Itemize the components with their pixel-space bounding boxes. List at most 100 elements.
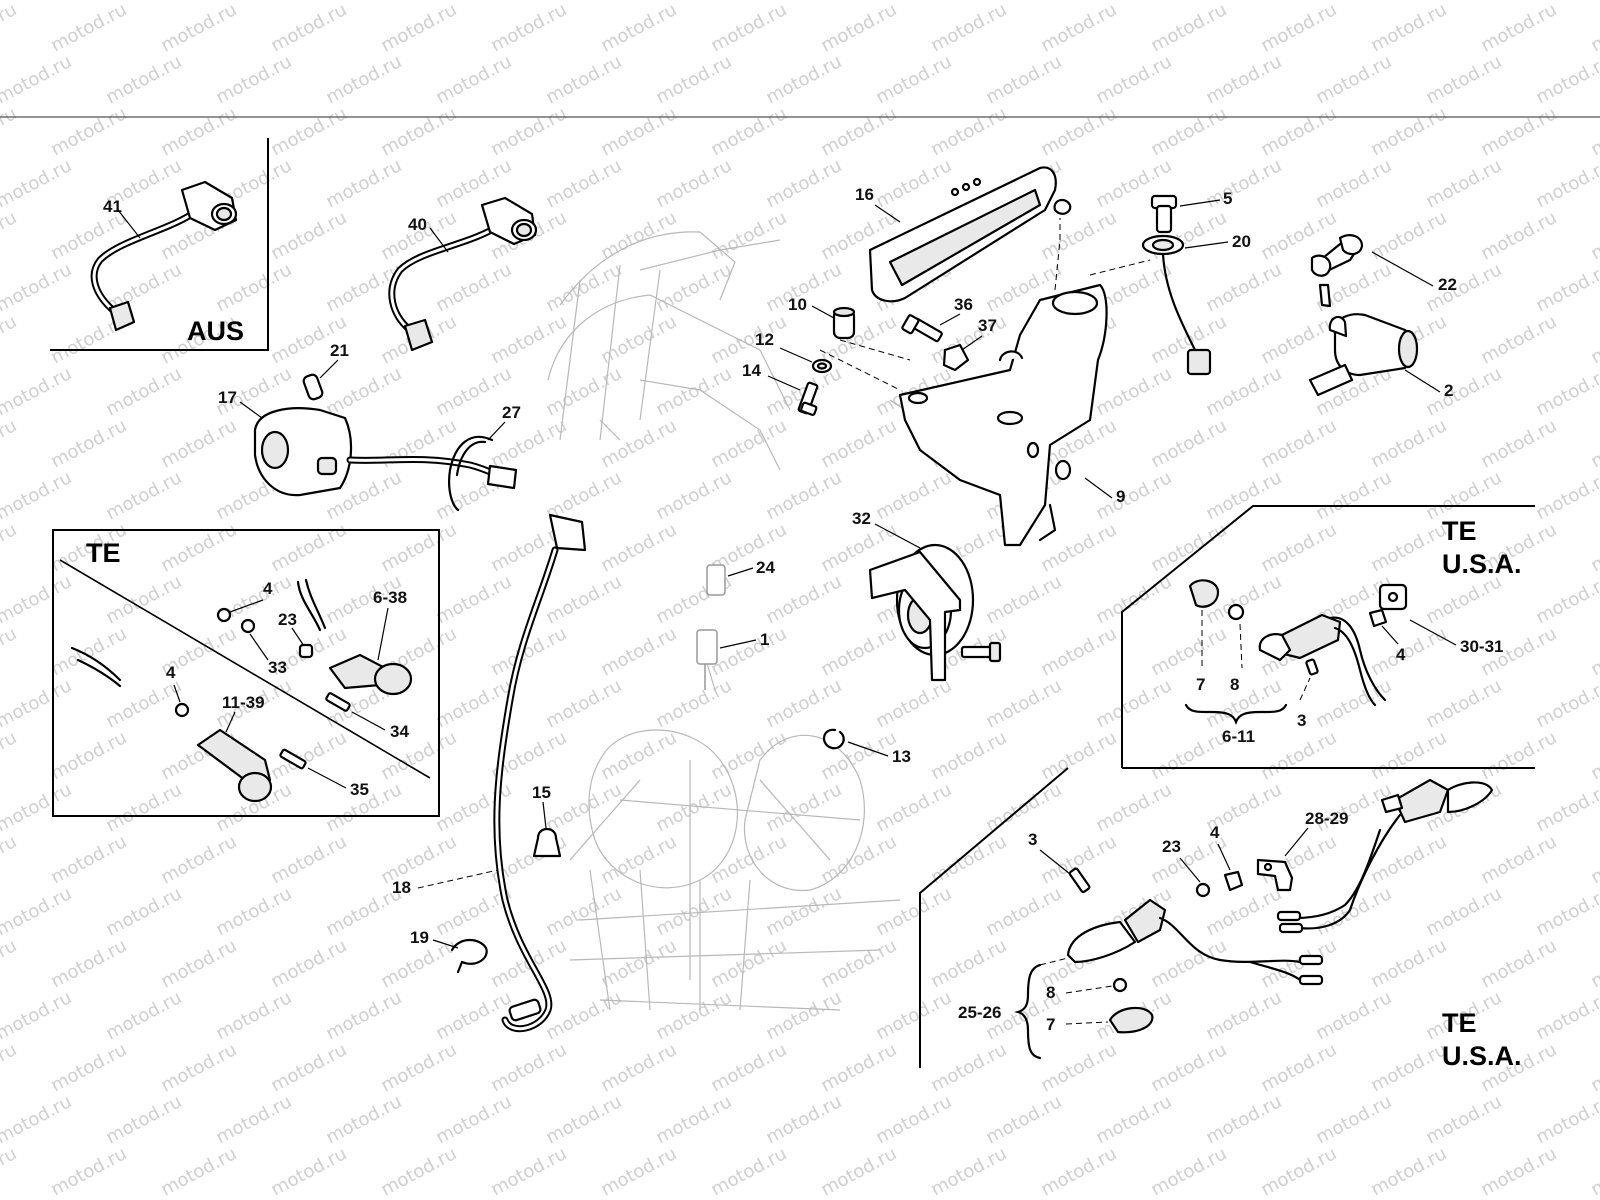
callout-21: 21 <box>330 341 349 360</box>
watermark-text: motod.ru <box>652 987 735 1044</box>
watermark-text: motod.ru <box>542 363 625 420</box>
watermark-text: motod.ru <box>707 1039 790 1096</box>
watermark-text: motod.ru <box>817 935 900 992</box>
watermark-text: motod.ru <box>1257 415 1340 472</box>
watermark-text: motod.ru <box>322 987 405 1044</box>
watermark-text: motod.ru <box>1257 935 1340 992</box>
watermark-text: motod.ru <box>1367 1143 1450 1200</box>
watermark-text: motod.ru <box>432 51 515 108</box>
watermark-text: motod.ru <box>872 155 955 212</box>
watermark-text: motod.ru <box>1587 1143 1600 1200</box>
watermark-text: motod.ru <box>1092 1091 1175 1148</box>
watermark-text: motod.ru <box>927 935 1010 992</box>
callout-1: 1 <box>760 630 769 649</box>
watermark-text: motod.ru <box>1257 727 1340 784</box>
callout-us2-4: 4 <box>1210 823 1220 842</box>
watermark-text: motod.ru <box>1532 1091 1600 1148</box>
watermark-text: motod.ru <box>1587 727 1600 784</box>
watermark-text: motod.ru <box>1367 0 1450 56</box>
watermark-text: motod.ru <box>1367 415 1450 472</box>
watermark-text: motod.ru <box>1037 207 1120 264</box>
watermark-text: motod.ru <box>872 675 955 732</box>
part-2-ignition-lock <box>1308 313 1419 397</box>
watermark-text: motod.ru <box>1092 51 1175 108</box>
watermark-text: motod.ru <box>542 675 625 732</box>
callout-us1-30-31: 30-31 <box>1460 637 1503 656</box>
aus-panel-border <box>50 138 269 351</box>
callout-9: 9 <box>1116 487 1125 506</box>
callout-19: 19 <box>410 928 429 947</box>
watermark-text: motod.ru <box>1092 363 1175 420</box>
watermark-text: motod.ru <box>267 103 350 160</box>
watermark-text: motod.ru <box>762 883 845 940</box>
watermark-text: motod.ru <box>1587 311 1600 368</box>
watermark-text: motod.ru <box>47 831 130 888</box>
watermark-text: motod.ru <box>1587 623 1600 680</box>
watermark-text: motod.ru <box>157 415 240 472</box>
callout-5: 5 <box>1223 189 1232 208</box>
watermark-text: motod.ru <box>0 467 75 524</box>
watermark-text: motod.ru <box>377 0 460 56</box>
watermark-text: motod.ru <box>982 883 1065 940</box>
region-label-te-usa-upper-2: U.S.A. <box>1442 549 1522 579</box>
watermark-text: motod.ru <box>1312 1091 1395 1148</box>
callout-22: 22 <box>1438 275 1457 294</box>
watermark-text: motod.ru <box>102 363 185 420</box>
watermark-text: motod.ru <box>322 51 405 108</box>
watermark-text: motod.ru <box>487 1039 570 1096</box>
watermark-text: motod.ru <box>982 779 1065 836</box>
watermark-text: motod.ru <box>47 727 130 784</box>
part-37-nut <box>942 343 970 372</box>
watermark-text: motod.ru <box>652 675 735 732</box>
watermark-text: motod.ru <box>212 1091 295 1148</box>
watermark-text: motod.ru <box>542 155 625 212</box>
part-10-spacer <box>832 306 856 340</box>
te-left-panel: TE 4 23 33 6-38 34 4 11-39 35 <box>52 529 440 817</box>
watermark-text: motod.ru <box>597 1039 680 1096</box>
watermark-text: motod.ru <box>47 1143 130 1200</box>
callout-13: 13 <box>892 747 911 766</box>
watermark-text: motod.ru <box>817 1143 900 1200</box>
watermark-text: motod.ru <box>652 467 735 524</box>
watermark-text: motod.ru <box>872 987 955 1044</box>
watermark-text: motod.ru <box>1092 467 1175 524</box>
watermark-text: motod.ru <box>1532 467 1600 524</box>
watermark-text: motod.ru <box>707 103 790 160</box>
watermark-text: motod.ru <box>212 259 295 316</box>
watermark-text: motod.ru <box>1202 1091 1285 1148</box>
watermark-text: motod.ru <box>597 623 680 680</box>
region-label-te-left: TE <box>86 538 121 568</box>
watermark-text: motod.ru <box>1092 779 1175 836</box>
watermark-text: motod.ru <box>1532 779 1600 836</box>
watermark-text: motod.ru <box>0 675 75 732</box>
watermark-text: motod.ru <box>0 363 75 420</box>
watermark-text: motod.ru <box>1202 883 1285 940</box>
part-24-relay <box>706 564 726 596</box>
watermark-text: motod.ru <box>762 155 845 212</box>
watermark-text: motod.ru <box>102 467 185 524</box>
watermark-text: motod.ru <box>1312 155 1395 212</box>
watermark-text: motod.ru <box>542 571 625 628</box>
part-1-relay <box>696 629 718 690</box>
part-12-washer <box>811 358 833 374</box>
te-usa-upper-panel: TE U.S.A. 7 8 4 30-31 3 6-11 <box>1121 505 1535 769</box>
watermark-text: motod.ru <box>0 623 20 680</box>
part-9-headlight-bracket <box>898 283 1108 547</box>
watermark-text: motod.ru <box>652 779 735 836</box>
watermark-text: motod.ru <box>1202 155 1285 212</box>
watermark-text: motod.ru <box>817 103 900 160</box>
watermark-text: motod.ru <box>652 1091 735 1148</box>
watermark-text: motod.ru <box>267 1143 350 1200</box>
watermark-text: motod.ru <box>927 727 1010 784</box>
watermark-text: motod.ru <box>1147 415 1230 472</box>
watermark-text: motod.ru <box>432 779 515 836</box>
watermark-text: motod.ru <box>47 623 130 680</box>
watermark-text: motod.ru <box>157 103 240 160</box>
region-label-aus: AUS <box>187 316 244 346</box>
watermark-text: motod.ru <box>817 415 900 472</box>
watermark-text: motod.ru <box>1532 675 1600 732</box>
te-left-divider <box>59 559 431 779</box>
callout-17: 17 <box>218 388 237 407</box>
watermark-text: motod.ru <box>0 1091 75 1148</box>
watermark-text: motod.ru <box>707 727 790 784</box>
